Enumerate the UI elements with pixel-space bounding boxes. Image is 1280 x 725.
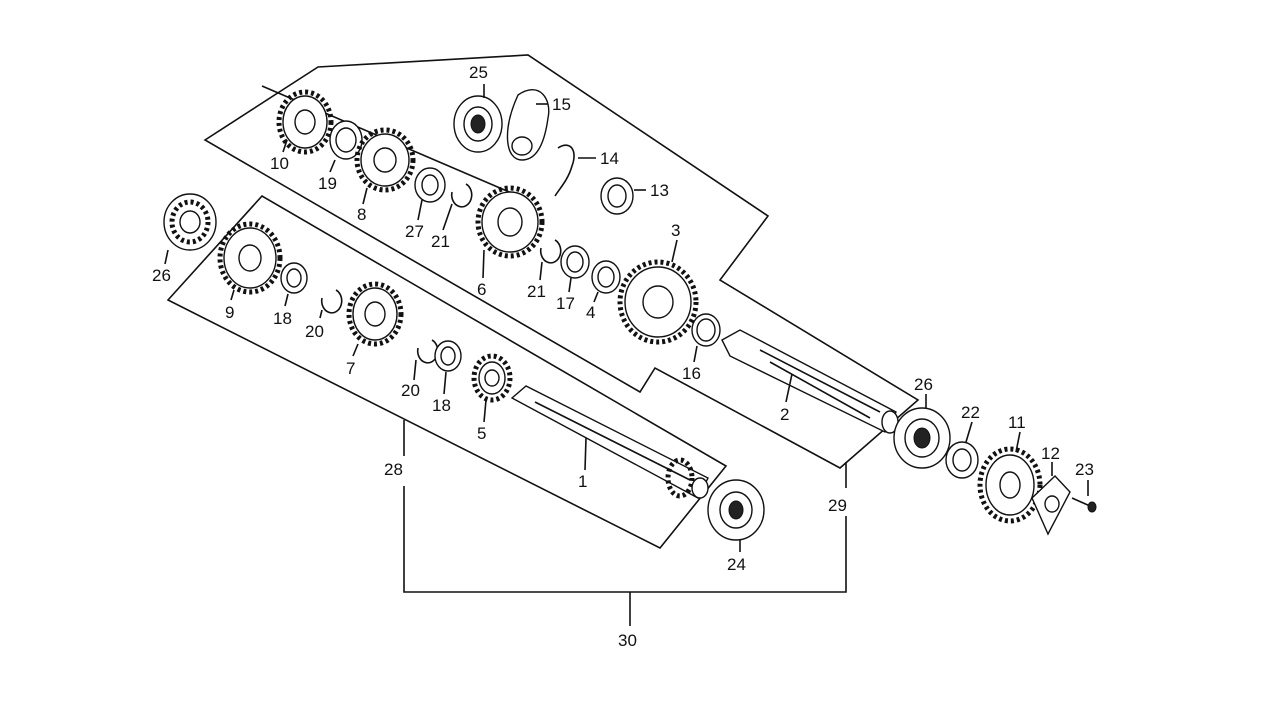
mainshaft-1 <box>510 385 709 499</box>
callout-11: 11 <box>1008 413 1026 432</box>
washer-17 <box>560 245 590 279</box>
seal-13 <box>600 177 634 215</box>
callout-2: 2 <box>780 405 789 424</box>
callout-9: 9 <box>225 303 234 322</box>
sprocket-11 <box>977 446 1043 524</box>
callout-10: 10 <box>270 154 289 173</box>
callout-24: 24 <box>727 555 746 574</box>
bushing-18-right <box>434 340 462 372</box>
callout-26-left: 26 <box>152 266 171 285</box>
seal-22 <box>945 441 979 479</box>
callout-20-left: 20 <box>305 322 324 341</box>
bearing-24 <box>707 479 765 541</box>
callout-15: 15 <box>552 95 571 114</box>
bushing-27 <box>414 167 446 203</box>
callout-4: 4 <box>586 303 595 322</box>
bolt-23 <box>1071 497 1097 513</box>
bearing-26-right <box>893 407 951 469</box>
circlip-20-left <box>320 289 343 314</box>
callout-22: 22 <box>961 403 980 422</box>
bearing-26-left <box>163 193 217 251</box>
callout-3: 3 <box>671 221 680 240</box>
callout-5: 5 <box>477 424 486 443</box>
callout-20-right: 20 <box>401 381 420 400</box>
callout-19: 19 <box>318 174 337 193</box>
callout-7: 7 <box>346 359 355 378</box>
bushing-18-left <box>280 262 308 294</box>
washer-16 <box>691 313 721 347</box>
gear-7 <box>346 281 404 347</box>
mainshaft-assembly-outline <box>166 194 728 550</box>
callout-18-right: 18 <box>432 396 451 415</box>
callout-13: 13 <box>650 181 669 200</box>
callout-28: 28 <box>384 460 403 479</box>
callout-21-lower: 21 <box>527 282 546 301</box>
callout-23: 23 <box>1075 460 1094 479</box>
callout-27: 27 <box>405 222 424 241</box>
callout-17: 17 <box>556 294 575 313</box>
gear-6 <box>475 185 545 259</box>
bearing-25 <box>453 95 503 153</box>
gear-8 <box>354 127 416 193</box>
callout-29: 29 <box>828 496 847 515</box>
washer-4 <box>591 260 621 294</box>
circlip-20-right <box>416 339 439 364</box>
callout-30: 30 <box>618 631 637 650</box>
gear-5 <box>471 353 513 403</box>
gear-9 <box>217 221 283 295</box>
plate-15 <box>506 89 550 161</box>
clip-14 <box>554 144 575 197</box>
circlip-21-lower <box>539 239 562 264</box>
countershaft-2 <box>721 329 899 434</box>
gear-3 <box>617 259 699 345</box>
callout-25: 25 <box>469 63 488 82</box>
callout-16: 16 <box>682 364 701 383</box>
callout-18-left: 18 <box>273 309 292 328</box>
callout-21-upper: 21 <box>431 232 450 251</box>
gear-10 <box>276 89 334 155</box>
callout-26-right: 26 <box>914 375 933 394</box>
callout-6: 6 <box>477 280 486 299</box>
callout-8: 8 <box>357 205 366 224</box>
washer-19 <box>329 120 363 160</box>
countershaft-assembly-outline <box>203 54 920 469</box>
circlip-21-upper <box>450 183 473 208</box>
plate-12 <box>1031 475 1071 536</box>
callout-12: 12 <box>1041 444 1060 463</box>
leader-lines <box>164 84 1089 552</box>
assembly-bracket <box>403 486 847 593</box>
callout-14: 14 <box>600 149 619 168</box>
callout-1: 1 <box>578 472 587 491</box>
